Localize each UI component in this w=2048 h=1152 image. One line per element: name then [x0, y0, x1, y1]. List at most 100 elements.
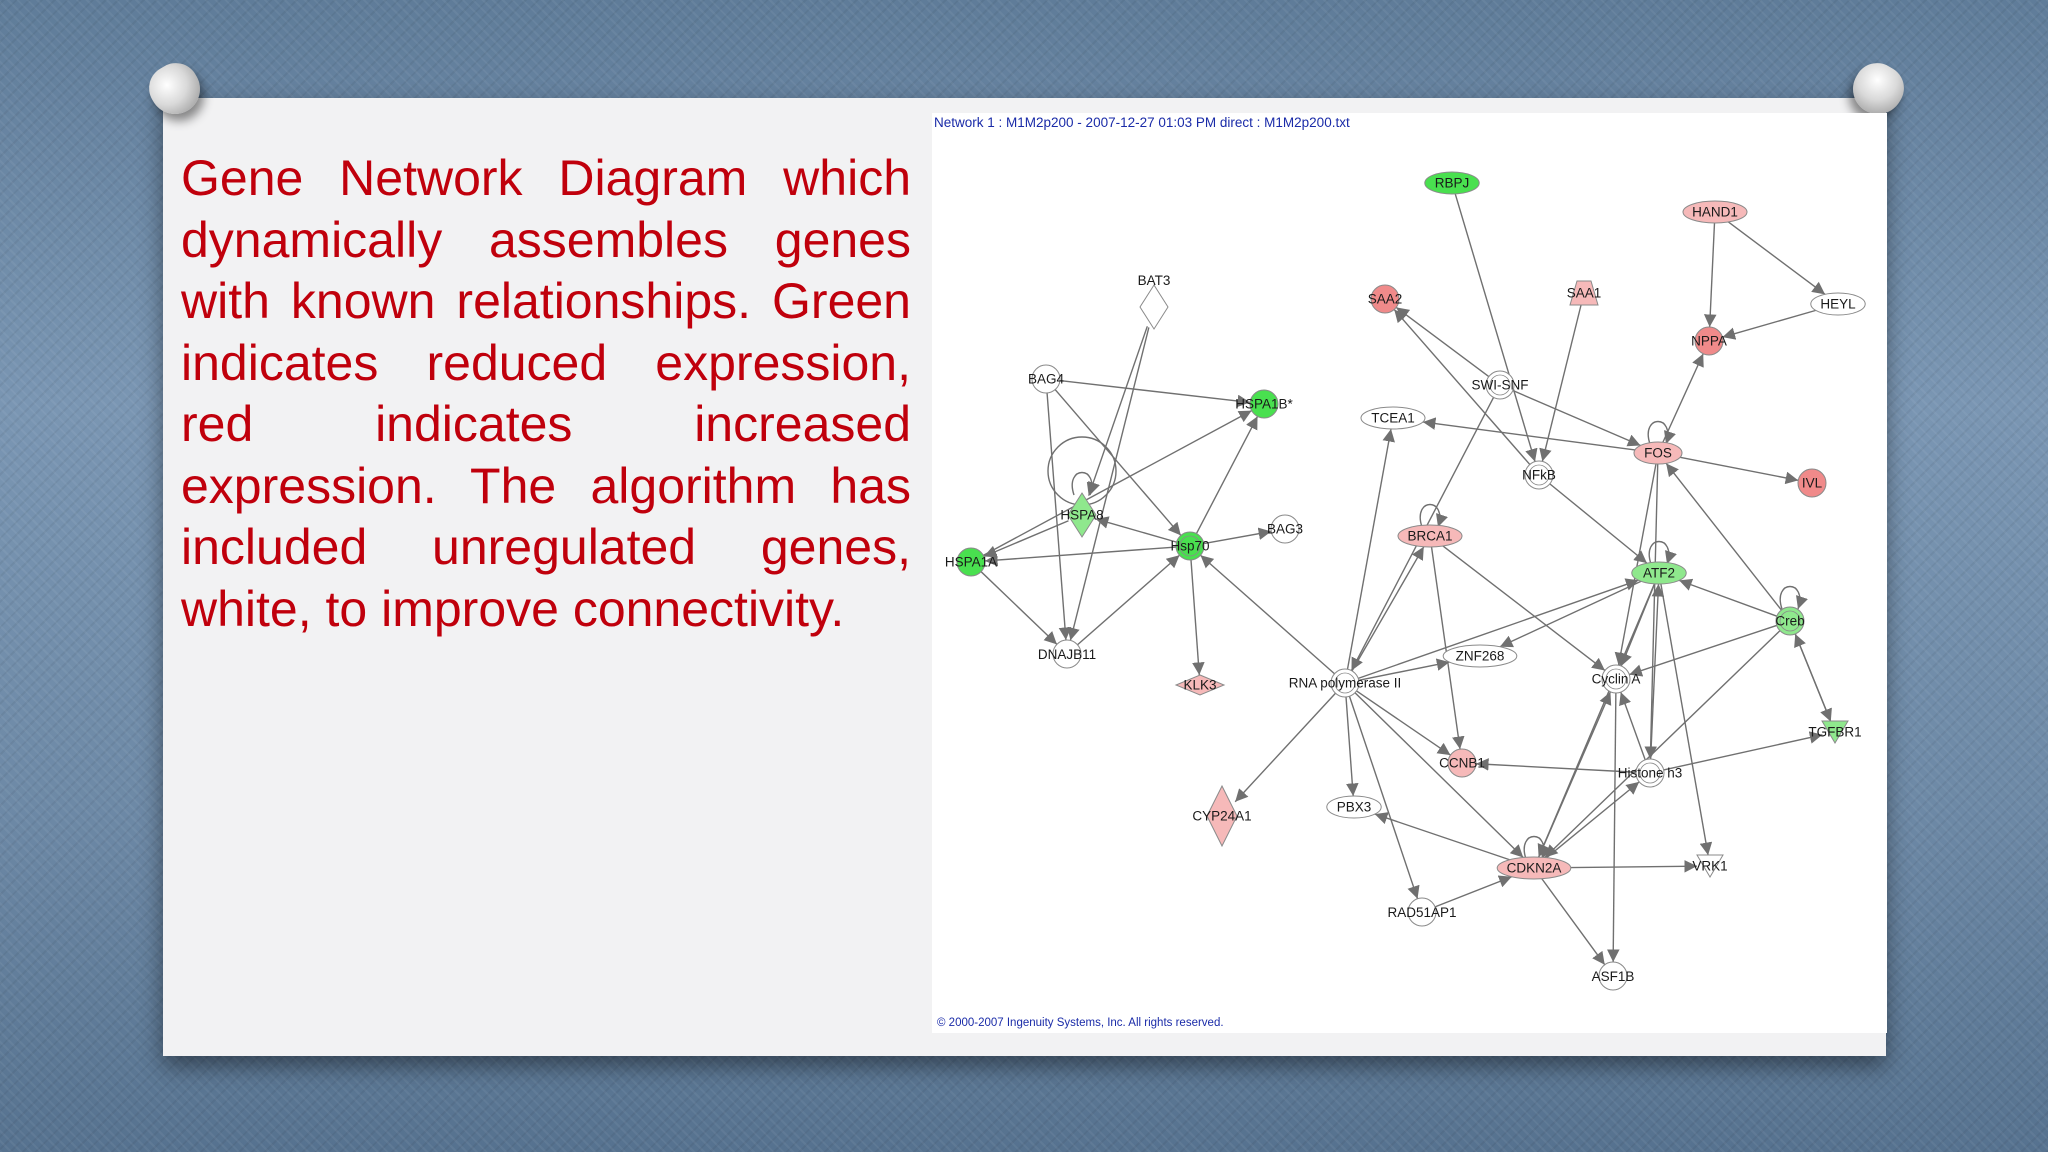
node-shape — [1694, 326, 1724, 356]
node-shape — [1174, 674, 1226, 696]
self-loop-edge — [1071, 471, 1100, 496]
node-label: ZNF268 — [1456, 649, 1505, 664]
self-loop-edge — [1419, 503, 1448, 528]
gene-node-bat3: BAT3 — [1138, 273, 1170, 330]
network-edge — [1345, 696, 1359, 797]
network-edge — [1570, 859, 1698, 873]
network-diagram: Network 1 : M1M2p200 - 2007-12-27 01:03 … — [932, 113, 1887, 1033]
network-edge — [1499, 580, 1642, 648]
network-edge — [1475, 758, 1637, 773]
network-edge — [1660, 583, 1713, 856]
gene-node-nppa: NPPA — [1691, 326, 1727, 356]
gene-node-klk3: KLK3 — [1174, 674, 1226, 696]
gene-node-ivl: IVL — [1797, 468, 1827, 498]
node-label: PBX3 — [1337, 800, 1372, 815]
node-shape — [1496, 856, 1572, 880]
node-label: HSPA1B* — [1235, 397, 1293, 412]
network-edge — [1434, 875, 1512, 908]
network-edge — [1727, 221, 1826, 295]
description-text: Gene Network Diagram which dynamically a… — [181, 150, 911, 637]
gene-node-tcea1: TCEA1 — [1360, 406, 1426, 430]
node-label: DNAJB11 — [1038, 647, 1096, 662]
self-loop-edge — [1779, 585, 1808, 610]
node-shape — [1206, 784, 1238, 848]
gene-node-ccnb1: CCNB1 — [1439, 748, 1485, 778]
network-edge — [980, 571, 1058, 645]
network-edge — [1442, 545, 1606, 672]
network-edge — [1077, 554, 1180, 646]
network-edge — [1678, 578, 1778, 617]
node-shape — [1270, 514, 1300, 544]
gene-node-pbx3: PBX3 — [1326, 795, 1382, 819]
node-shape — [1360, 406, 1426, 430]
gene-node-histoneh3: Histone h3 — [1618, 758, 1683, 788]
network-edge — [1649, 583, 1665, 760]
node-shape — [1442, 644, 1518, 668]
node-shape — [1407, 897, 1437, 927]
network-edge — [1644, 463, 1659, 760]
node-label: RAD51AP1 — [1387, 905, 1456, 920]
node-label: FOS — [1644, 446, 1672, 461]
node-label: BAG3 — [1267, 522, 1303, 537]
network-edge — [983, 520, 1069, 558]
node-label: TCEA1 — [1371, 411, 1415, 426]
node-shape — [1139, 284, 1169, 330]
complex-inner-ring — [1639, 762, 1661, 784]
network-edge — [1356, 690, 1451, 756]
node-label: ASF1B — [1592, 969, 1635, 984]
node-label: BAG4 — [1028, 372, 1065, 387]
gene-node-dnajb11: DNAJB11 — [1038, 639, 1096, 669]
network-edge — [1095, 516, 1177, 543]
network-edge — [1358, 658, 1450, 681]
network-edge — [1544, 630, 1781, 858]
network-edge — [1619, 691, 1646, 761]
network-edge — [1512, 389, 1641, 447]
gene-node-rnapol: RNA polymerase II — [1289, 668, 1401, 698]
network-edge — [1234, 692, 1337, 803]
gene-node-saa1: SAA1 — [1567, 280, 1601, 306]
gene-node-cyp24a1: CYP24A1 — [1192, 784, 1252, 848]
node-shape — [1447, 748, 1477, 778]
node-shape — [1397, 524, 1463, 548]
network-edge — [1546, 781, 1640, 859]
node-label: Histone h3 — [1618, 766, 1683, 781]
gene-node-hspa1b: HSPA1B* — [1235, 389, 1294, 419]
node-shape — [1031, 364, 1061, 394]
network-edge — [1549, 483, 1648, 564]
network-edge — [984, 546, 1177, 567]
complex-inner-ring — [1528, 464, 1550, 486]
node-label: CYP24A1 — [1192, 809, 1251, 824]
network-edge — [1430, 546, 1465, 750]
node-label: ATF2 — [1643, 566, 1675, 581]
node-shape — [1424, 171, 1480, 195]
network-edge — [1200, 554, 1335, 675]
complex-inner-ring — [1334, 672, 1356, 694]
node-label: Cyclin A — [1592, 672, 1641, 687]
network-edge — [1679, 456, 1799, 485]
node-label: NFkB — [1522, 468, 1556, 483]
node-shape — [1696, 854, 1724, 878]
network-edge — [1395, 306, 1490, 378]
gene-node-rbpj: RBPJ — [1424, 171, 1480, 195]
network-edge — [1203, 527, 1272, 545]
self-loop-edge — [1647, 420, 1676, 445]
network-edge — [1190, 559, 1205, 676]
network-edge — [1722, 309, 1817, 340]
node-shape — [1682, 200, 1748, 224]
network-edge — [1346, 428, 1395, 670]
gene-node-fos: FOS — [1633, 441, 1683, 465]
node-shape — [1810, 292, 1866, 316]
node-label: BRCA1 — [1407, 529, 1452, 544]
gene-node-creb: Creb — [1775, 606, 1805, 636]
network-edge — [1541, 878, 1606, 966]
network-edge — [1539, 304, 1582, 462]
network-header: Network 1 : M1M2p200 - 2007-12-27 01:03 … — [934, 115, 1350, 130]
gene-node-tgfbr1: TGFBR1 — [1808, 720, 1862, 744]
complex-inner-ring — [1779, 610, 1801, 632]
network-edge — [1067, 327, 1150, 641]
copyright-text: © 2000-2007 Ingenuity Systems, Inc. All … — [937, 1017, 1224, 1029]
gene-node-atf2: ATF2 — [1631, 561, 1687, 585]
node-label: HSPA8 — [1060, 508, 1103, 523]
gene-node-znf268: ZNF268 — [1442, 644, 1518, 668]
